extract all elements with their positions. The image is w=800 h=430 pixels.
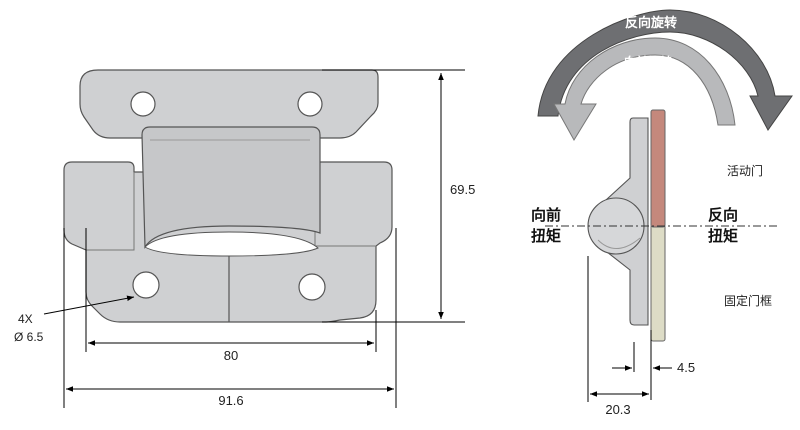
forward-torque-line-1: 向前 xyxy=(531,206,561,224)
dimension-overall-width: 91.6 xyxy=(63,228,397,408)
forward-rotation-arrow: 向前旋转 xyxy=(553,37,736,141)
hole-count-label: 4X xyxy=(18,312,33,326)
mounting-hole-bottom-left xyxy=(132,271,160,299)
dimension-hole-spacing-label: 80 xyxy=(224,348,238,363)
dimension-depth-label: 20.3 xyxy=(605,402,630,417)
dimension-thickness: 4.5 xyxy=(612,330,695,400)
fixed-frame-panel xyxy=(650,224,666,342)
knuckle-opening xyxy=(144,231,319,257)
dimension-thickness-label: 4.5 xyxy=(677,360,695,375)
dimension-depth: 20.3 xyxy=(587,256,649,417)
forward-torque-line-2: 扭矩 xyxy=(531,227,561,245)
mounting-hole-top-left xyxy=(130,91,156,117)
hole-diameter-label: Ø 6.5 xyxy=(14,330,44,344)
reverse-torque-line-2: 扭矩 xyxy=(708,227,738,245)
dimension-hole-spacing: 80 xyxy=(85,228,377,363)
reverse-torque-line-1: 反向 xyxy=(708,206,738,224)
dimension-height: 69.5 xyxy=(322,69,475,323)
forward-rotation-label: 向前旋转 xyxy=(624,54,672,69)
hole-callout: 4X Ø 6.5 xyxy=(14,295,135,344)
mounting-hole-bottom-right xyxy=(298,273,326,301)
hinge-top-leaf xyxy=(79,69,379,139)
hinge-front-view xyxy=(63,69,393,323)
hinge-knuckle xyxy=(141,126,321,250)
mounting-hole-top-right xyxy=(297,91,323,117)
active-door-label: 活动门 xyxy=(727,163,763,178)
reverse-rotation-label: 反向旋转 xyxy=(625,15,677,30)
fixed-frame-label: 固定门框 xyxy=(724,293,772,308)
pin-shade xyxy=(597,237,641,249)
dimension-height-label: 69.5 xyxy=(450,182,475,197)
dimension-overall-width-label: 91.6 xyxy=(218,393,243,408)
flange-left xyxy=(86,172,135,251)
active-door-panel xyxy=(650,109,666,228)
reverse-rotation-arrow: 反向旋转 xyxy=(537,9,793,131)
